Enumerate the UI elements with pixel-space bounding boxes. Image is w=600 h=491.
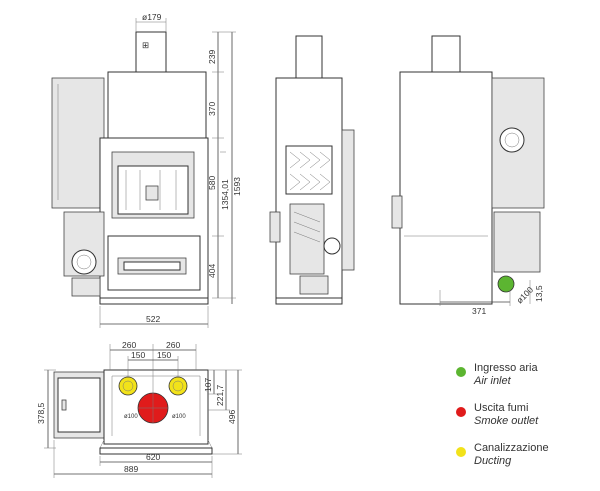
front-upper-box: [107, 71, 207, 139]
rear-air-inlet: [497, 275, 515, 293]
dim-d150-a: 150: [131, 350, 145, 360]
rear-main-body: [399, 71, 493, 305]
legend-label-en: Air inlet: [474, 375, 511, 387]
side-duct-connector: [323, 237, 341, 255]
side-combustion-chamber: [289, 203, 325, 275]
side-ash-drawer: [299, 275, 329, 295]
smoke-outlet-dot: [456, 407, 466, 417]
dim-d107: 107: [203, 378, 213, 392]
dim-d1354: 1354,01: [220, 179, 230, 210]
front-view: ⊞ ø179: [51, 12, 242, 328]
legend: Ingresso aria Air inlet Uscita fumi Smok…: [456, 362, 596, 482]
dim-d889: 889: [124, 464, 138, 474]
dim-d1593: 1593: [232, 177, 242, 196]
dim-d496: 496: [227, 410, 237, 424]
legend-label-it: Ingresso aria: [474, 362, 538, 374]
dim-d260-b: 260: [166, 340, 180, 350]
dim-d239: 239: [207, 50, 217, 64]
legend-label-it: Uscita fumi: [474, 402, 529, 414]
dim-d135: 13,5: [534, 285, 544, 302]
front-hopper: [51, 77, 105, 209]
front-fan: [71, 277, 101, 297]
legend-item-smoke-outlet: Uscita fumi Smoke outlet: [456, 402, 596, 442]
legend-label-en: Smoke outlet: [474, 415, 539, 427]
rear-hinge: [391, 195, 403, 229]
dim-d620: 620: [146, 452, 160, 462]
side-flue-pipe: [295, 35, 323, 79]
rear-flue-pipe: [431, 35, 461, 73]
dim-d2217: 221,7: [215, 384, 225, 406]
dim-d100-b: ø100: [172, 414, 186, 420]
side-base: [275, 297, 343, 305]
dim-d260-a: 260: [122, 340, 136, 350]
front-logo-badge: [145, 185, 159, 201]
legend-item-air-inlet: Ingresso aria Air inlet: [456, 362, 596, 402]
side-view: [269, 35, 355, 305]
dim-d580: 580: [207, 176, 217, 190]
side-rear-panel: [341, 129, 355, 271]
dim-d3785: 378,5: [36, 402, 46, 424]
dim-d371: 371: [472, 306, 486, 316]
dim-d150-b: 150: [157, 350, 171, 360]
legend-label-it: Canalizzazione: [474, 442, 549, 454]
legend-label-en: Ducting: [474, 455, 512, 467]
front-base: [99, 297, 209, 305]
rear-inspection-port: [499, 127, 525, 153]
rear-auger-assembly: [493, 211, 541, 273]
dim-d404: 404: [207, 264, 217, 278]
dim-d100-a: ø100: [124, 414, 138, 420]
legend-item-ducting: Canalizzazione Ducting: [456, 442, 596, 482]
top-view: ø100 ø100 260 260 150 150 378,5 107 221,…: [36, 340, 242, 478]
front-flue-symbol: ⊞: [142, 40, 149, 50]
dim-d100-side: ø100: [514, 284, 535, 305]
rear-view: 371 13,5 ø100: [391, 35, 545, 316]
top-duct-outlet-right: [168, 376, 188, 396]
dim-d370: 370: [207, 102, 217, 116]
top-front-edge: [99, 447, 213, 455]
front-motor: [71, 249, 97, 275]
side-grille: [285, 145, 333, 195]
side-hinge: [269, 211, 281, 243]
front-flue-pipe: [135, 31, 167, 73]
top-duct-outlet-left: [118, 376, 138, 396]
ducting-dot: [456, 447, 466, 457]
dim-d522: 522: [146, 314, 160, 324]
dim-d179: ø179: [142, 12, 162, 22]
air-inlet-dot: [456, 367, 466, 377]
